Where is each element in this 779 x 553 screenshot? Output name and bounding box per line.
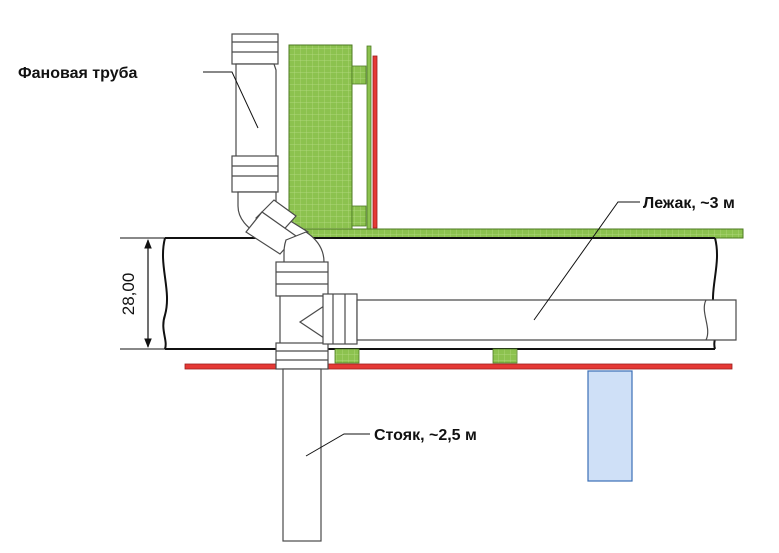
slab-outline xyxy=(161,237,719,350)
blue-block xyxy=(587,370,633,482)
dimension-label: 28,00 xyxy=(119,273,138,316)
horizontal-pipe-leader xyxy=(533,201,640,321)
floor-board xyxy=(289,228,744,239)
bracket-top xyxy=(351,65,367,85)
riser-label: Стояк, ~2,5 м xyxy=(374,427,477,444)
green-strip xyxy=(366,45,372,233)
fan-pipe-leader xyxy=(203,71,259,129)
wall-panel xyxy=(288,44,353,237)
red-vertical-bar xyxy=(372,55,378,229)
bracket-bottom xyxy=(351,205,367,227)
support-right xyxy=(492,348,518,364)
riser-leader xyxy=(305,433,370,457)
horizontal-pipe-label: Лежак, ~3 м xyxy=(643,195,735,212)
red-horizontal-bar xyxy=(184,363,733,370)
support-left xyxy=(334,348,360,364)
fan-pipe xyxy=(231,33,329,297)
riser-pipe xyxy=(275,295,329,542)
fan-pipe-label: Фановая труба xyxy=(18,65,137,82)
horizontal-pipe xyxy=(322,293,737,345)
